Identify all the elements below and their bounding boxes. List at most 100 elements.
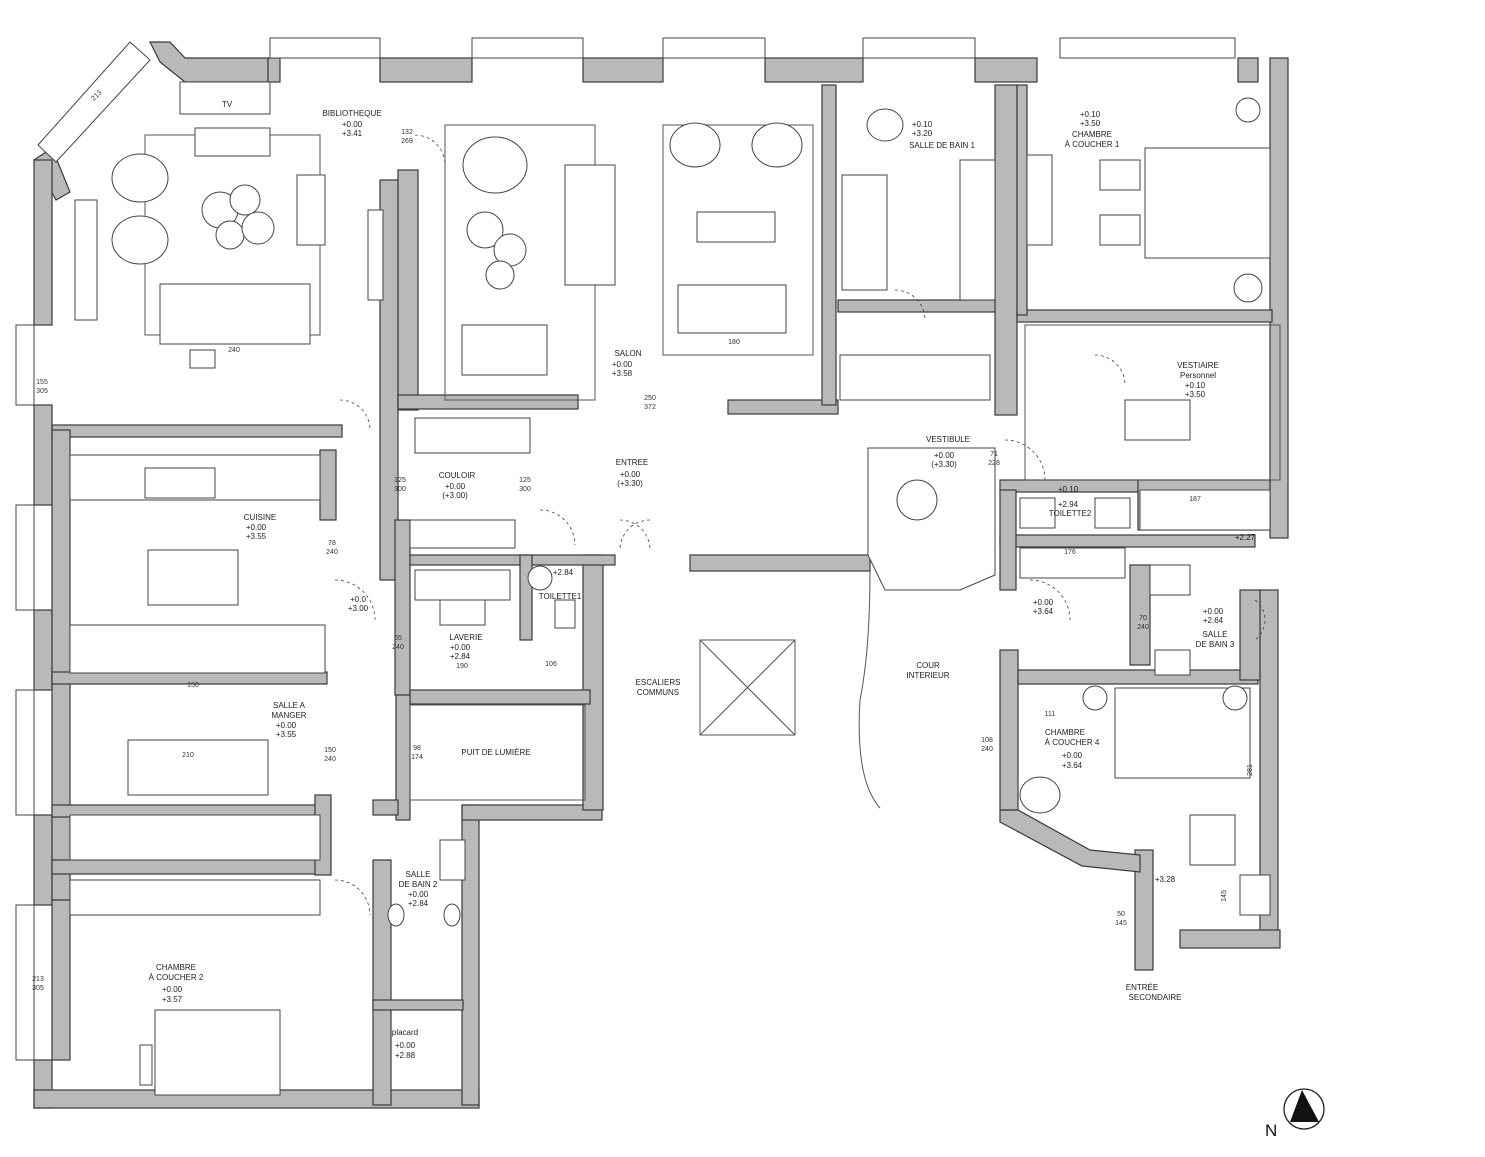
svg-text:+3.00: +3.00 — [348, 604, 369, 613]
svg-text:+3.41: +3.41 — [342, 129, 363, 138]
svg-text:155: 155 — [36, 379, 48, 386]
svg-text:145: 145 — [1221, 890, 1228, 902]
svg-text:174: 174 — [411, 754, 423, 761]
svg-text:65: 65 — [394, 635, 402, 642]
svg-text:187: 187 — [1189, 496, 1201, 503]
svg-text:176: 176 — [1064, 549, 1076, 556]
svg-text:+0.00: +0.00 — [1203, 607, 1224, 616]
door-swings — [334, 134, 1266, 916]
svg-text:150: 150 — [324, 747, 336, 754]
svg-text:180: 180 — [728, 339, 740, 346]
svg-text:305: 305 — [36, 388, 48, 395]
salle-a-manger-label: SALLE A — [273, 701, 306, 710]
sofa-salon-1 — [564, 164, 616, 286]
svg-text:250: 250 — [644, 395, 656, 402]
vestibule-label: VESTIBULE — [926, 435, 970, 444]
svg-text:(+3.30): (+3.30) — [617, 479, 643, 488]
furniture — [69, 81, 1281, 1096]
svg-text:+2.64: +2.64 — [1203, 616, 1224, 625]
svg-text:+0.00: +0.00 — [408, 890, 429, 899]
svg-text:+2.94: +2.94 — [1058, 500, 1079, 509]
svg-text:+0.00: +0.00 — [620, 470, 641, 479]
svg-text:+2.84: +2.84 — [450, 652, 471, 661]
svg-text:+0.10: +0.10 — [1058, 485, 1079, 494]
svg-text:+0.10: +0.10 — [1185, 381, 1206, 390]
svg-text:98: 98 — [413, 745, 421, 752]
svg-text:372: 372 — [644, 404, 656, 411]
bathtub — [841, 174, 888, 291]
vanity — [959, 159, 996, 301]
svg-text:+0.00: +0.00 — [162, 985, 183, 994]
entree-label: ENTREE — [616, 458, 648, 467]
svg-text:+3.64: +3.64 — [1062, 761, 1083, 770]
svg-text:À COUCHER 4: À COUCHER 4 — [1045, 738, 1100, 747]
svg-text:COMMUNS: COMMUNS — [637, 688, 679, 697]
svg-text:240: 240 — [324, 756, 336, 763]
svg-text:+0.00: +0.00 — [246, 523, 267, 532]
svg-text:240: 240 — [326, 549, 338, 556]
svg-text:+3.20: +3.20 — [912, 129, 933, 138]
svg-text:125: 125 — [394, 477, 406, 484]
sdb3-label: SALLE — [1203, 630, 1228, 639]
svg-text:+3.57: +3.57 — [162, 995, 183, 1004]
svg-text:+3.58: +3.58 — [612, 369, 633, 378]
svg-text:213: 213 — [32, 976, 44, 983]
rug-patterned — [462, 136, 528, 194]
svg-text:+3.50: +3.50 — [1185, 390, 1206, 399]
svg-text:+0.00: +0.00 — [450, 643, 471, 652]
svg-text:+3.28: +3.28 — [1155, 875, 1176, 884]
svg-text:+0.10: +0.10 — [1080, 110, 1101, 119]
svg-text:+2.88: +2.88 — [395, 1051, 416, 1060]
bed-chambre-1 — [1144, 147, 1271, 259]
svg-text:+0.00: +0.00 — [934, 451, 955, 460]
svg-text:281: 281 — [1247, 764, 1254, 776]
laverie-label: LAVERIE — [449, 633, 482, 642]
svg-text:MANGER: MANGER — [271, 711, 306, 720]
tv-unit — [179, 81, 271, 115]
cuisine-label: CUISINE — [244, 513, 276, 522]
svg-text:+0.10: +0.10 — [912, 120, 933, 129]
room-labels: TV BIBLIOTHEQUE +0.00 +3.41 SALON +0.00 … — [149, 100, 1256, 1060]
svg-text:+0.00: +0.00 — [1062, 751, 1083, 760]
svg-text:50: 50 — [1117, 911, 1125, 918]
svg-text:À COUCHER 2: À COUCHER 2 — [149, 973, 204, 982]
svg-text:À COUCHER 1: À COUCHER 1 — [1065, 140, 1120, 149]
svg-text:70: 70 — [1139, 615, 1147, 622]
svg-text:108: 108 — [981, 737, 993, 744]
svg-text:240: 240 — [1137, 624, 1149, 631]
sofa — [159, 283, 311, 345]
chambre2-label: CHAMBRE — [156, 963, 196, 972]
svg-text:INTERIEUR: INTERIEUR — [906, 671, 949, 680]
svg-text:269: 269 — [401, 138, 413, 145]
kitchen-island — [147, 549, 239, 606]
svg-text:125: 125 — [519, 477, 531, 484]
svg-text:145: 145 — [1115, 920, 1127, 927]
tv-label: TV — [222, 100, 233, 109]
toilette2-label: TOILETTE2 — [1049, 509, 1092, 518]
svg-text:(+3.30): (+3.30) — [931, 460, 957, 469]
north-arrow-icon — [1290, 1090, 1319, 1122]
svg-text:+0.00: +0.00 — [395, 1041, 416, 1050]
escaliers-label: ESCALIERS — [636, 678, 681, 687]
svg-text:+0.0: +0.0 — [350, 595, 366, 604]
interior-walls — [51, 84, 1273, 1106]
svg-text:+0.00: +0.00 — [612, 360, 633, 369]
svg-text:+2.84: +2.84 — [408, 899, 429, 908]
sdb2-label: SALLE — [406, 870, 431, 879]
svg-text:228: 228 — [988, 460, 1000, 467]
svg-text:300: 300 — [519, 486, 531, 493]
windows — [15, 37, 1236, 1061]
exterior-walls — [33, 41, 1289, 1109]
svg-text:210: 210 — [182, 752, 194, 759]
salon-label: SALON — [614, 349, 641, 358]
entree-secondaire-label: ENTRÉE — [1126, 983, 1158, 992]
placard-label: placard — [392, 1028, 418, 1037]
svg-text:+3.55: +3.55 — [276, 730, 297, 739]
svg-text:+2.27: +2.27 — [1235, 533, 1256, 542]
svg-text:132: 132 — [401, 129, 413, 136]
svg-text:305: 305 — [32, 985, 44, 992]
chambre4-label: CHAMBRE — [1045, 728, 1085, 737]
svg-text:240: 240 — [228, 347, 240, 354]
svg-text:300: 300 — [394, 486, 406, 493]
